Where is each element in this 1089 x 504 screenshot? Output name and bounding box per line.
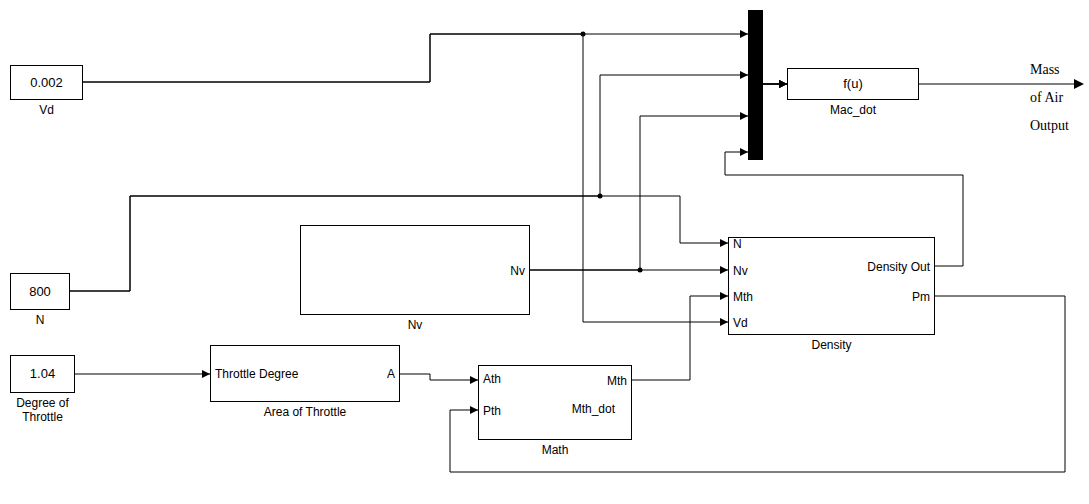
block-name: Density — [732, 338, 932, 352]
output-port-label: Nv — [510, 264, 525, 278]
mux-bar — [748, 10, 763, 160]
input-port-label: Pth — [483, 404, 501, 418]
output-port-label: Mth — [607, 374, 627, 388]
block-name: Math — [455, 443, 655, 457]
function-block: f(u)Mac_dot — [787, 68, 919, 100]
input-port-label: Nv — [733, 264, 748, 278]
block-name: Nv — [315, 318, 515, 332]
mux-input-arrows — [740, 30, 748, 156]
input-port-label: Throttle Degree — [215, 367, 298, 381]
subsystem-block: NvNv — [300, 225, 530, 315]
subsystem-block: NNvMthVdDensity OutPmDensity — [728, 237, 935, 335]
signal-line — [75, 374, 210, 375]
output-port-label: Pm — [912, 290, 930, 304]
input-port-label: N — [733, 237, 742, 251]
signal-line — [83, 34, 728, 322]
block-name: Vd — [0, 103, 147, 117]
input-port-label: Ath — [483, 372, 501, 386]
signal-line — [83, 34, 787, 84]
block-name: N — [0, 313, 140, 327]
junction-dots — [581, 32, 643, 273]
block-name: Area of Throttle — [205, 405, 405, 419]
block-value: 1.04 — [30, 367, 55, 381]
signal-line — [632, 296, 728, 380]
block-name: Mac_dot — [753, 103, 953, 117]
constant-block: 800N — [10, 273, 70, 310]
subsystem-block: Throttle DegreeAArea of Throttle — [210, 345, 400, 402]
output-port-label: Mass of Air Output — [1030, 56, 1072, 140]
output-port-label: A — [387, 367, 395, 381]
output-wire — [919, 84, 1074, 85]
input-port-label: Vd — [733, 316, 748, 330]
constant-block: 0.002Vd — [10, 65, 83, 100]
block-name: Degree of Throttle — [0, 396, 86, 424]
output-port-label: Mth_dot — [572, 402, 615, 416]
block-value: 0.002 — [30, 76, 63, 90]
constant-block: 1.04Degree of Throttle — [10, 355, 75, 393]
signal-line — [530, 270, 728, 271]
block-value: 800 — [29, 285, 51, 299]
subsystem-block: AthPthMthMth_dotMath — [478, 365, 632, 440]
input-port-label: Mth — [733, 290, 753, 304]
output-arrow — [1074, 79, 1084, 89]
output-port-label: Density Out — [867, 260, 930, 274]
signal-line — [400, 374, 478, 380]
block-value: f(u) — [843, 77, 863, 91]
